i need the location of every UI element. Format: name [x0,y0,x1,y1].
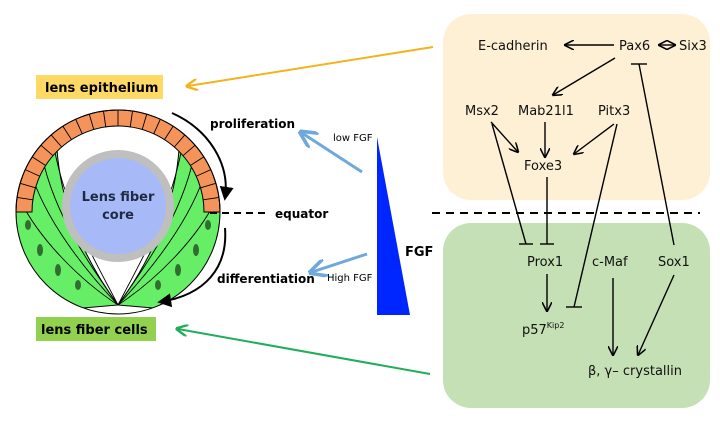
node-mab21l1: Mab21l1 [518,104,574,119]
node-crystallin: β, γ– crystallin [588,364,682,379]
high-fgf-label: High FGF [327,273,373,284]
fgf-label: FGF [405,245,433,260]
epithelial-cell-divider [153,119,161,134]
node-sox1: Sox1 [658,255,690,270]
lens-fiber-cells-label: lens fiber cells [41,323,148,338]
epithelial-cell-divider [16,197,33,201]
fgf-gradient-wedge [377,137,410,315]
lens-fiber-core [62,150,174,262]
lens: Lens fiber core [15,109,221,315]
low-fgf-label: low FGF [333,133,373,144]
proliferation-label: proliferation [210,117,295,131]
equator-label: equator [275,207,328,221]
lens-epithelium-label: lens epithelium [45,81,158,96]
node-ecadherin: E-cadherin [478,39,548,54]
edge-msx2-foxe3 [490,121,518,152]
low-fgf-arrow [302,133,363,174]
epithelial-cell-divider [25,169,40,177]
epithelial-cell-divider [31,156,46,166]
node-cmaf: c-Maf [592,255,628,270]
epithelial-cell-divider [141,114,148,130]
lens-fiber-cells-box [36,317,156,341]
edge-pitx3-p57 [573,123,618,308]
node-foxe3: Foxe3 [524,159,562,174]
node-msx2: Msx2 [465,104,499,119]
edge-pitx3-foxe3 [574,123,615,154]
high-fgf-arrow [312,252,368,272]
core-label-line2: core [102,208,134,223]
proliferation-arrow [171,112,234,201]
epithelial-cell-divider [182,144,196,157]
epithelial-cell-divider [50,134,63,148]
lens-epithelium-box [36,75,163,99]
epithelial-cell-divider [103,110,107,127]
epithelial-cell-divider [75,119,83,134]
epithelium-link-arrow [188,46,434,86]
epithelial-cell-divider [62,125,72,140]
node-p57: p57Kip2 [522,321,564,338]
epithelial-cell-divider [203,197,220,201]
node-six3: Six3 [679,39,707,54]
edge-msx2-prox1 [491,123,527,245]
epithelial-cell-divider [200,182,216,189]
fiber-region-box [443,223,710,408]
epithelial-cell-divider [88,114,95,130]
core-label-line1: Lens fiber [82,190,155,205]
differentiation-arrow [157,227,227,308]
epithelial-cell-divider [173,134,186,148]
epithelial-cell-divider [164,125,174,140]
differentiation-label: differentiation [217,272,315,286]
node-pitx3: Pitx3 [598,104,630,119]
epithelial-cell-divider [20,182,36,189]
node-prox1: Prox1 [527,255,563,270]
edge-sox1-pax6 [638,63,675,246]
edge-sox1-crystallin [638,274,675,355]
epithelial-cell-divider [190,156,205,166]
epithelial-cell-divider [196,169,211,177]
edge-pax6-mab21l1 [553,57,616,95]
epithelial-cell-divider [40,144,54,157]
node-pax6: Pax6 [619,39,650,54]
epithelial-cell-divider [129,110,133,127]
epithelial-cell-dividers [16,110,220,201]
fiber-link-arrow [178,329,431,375]
